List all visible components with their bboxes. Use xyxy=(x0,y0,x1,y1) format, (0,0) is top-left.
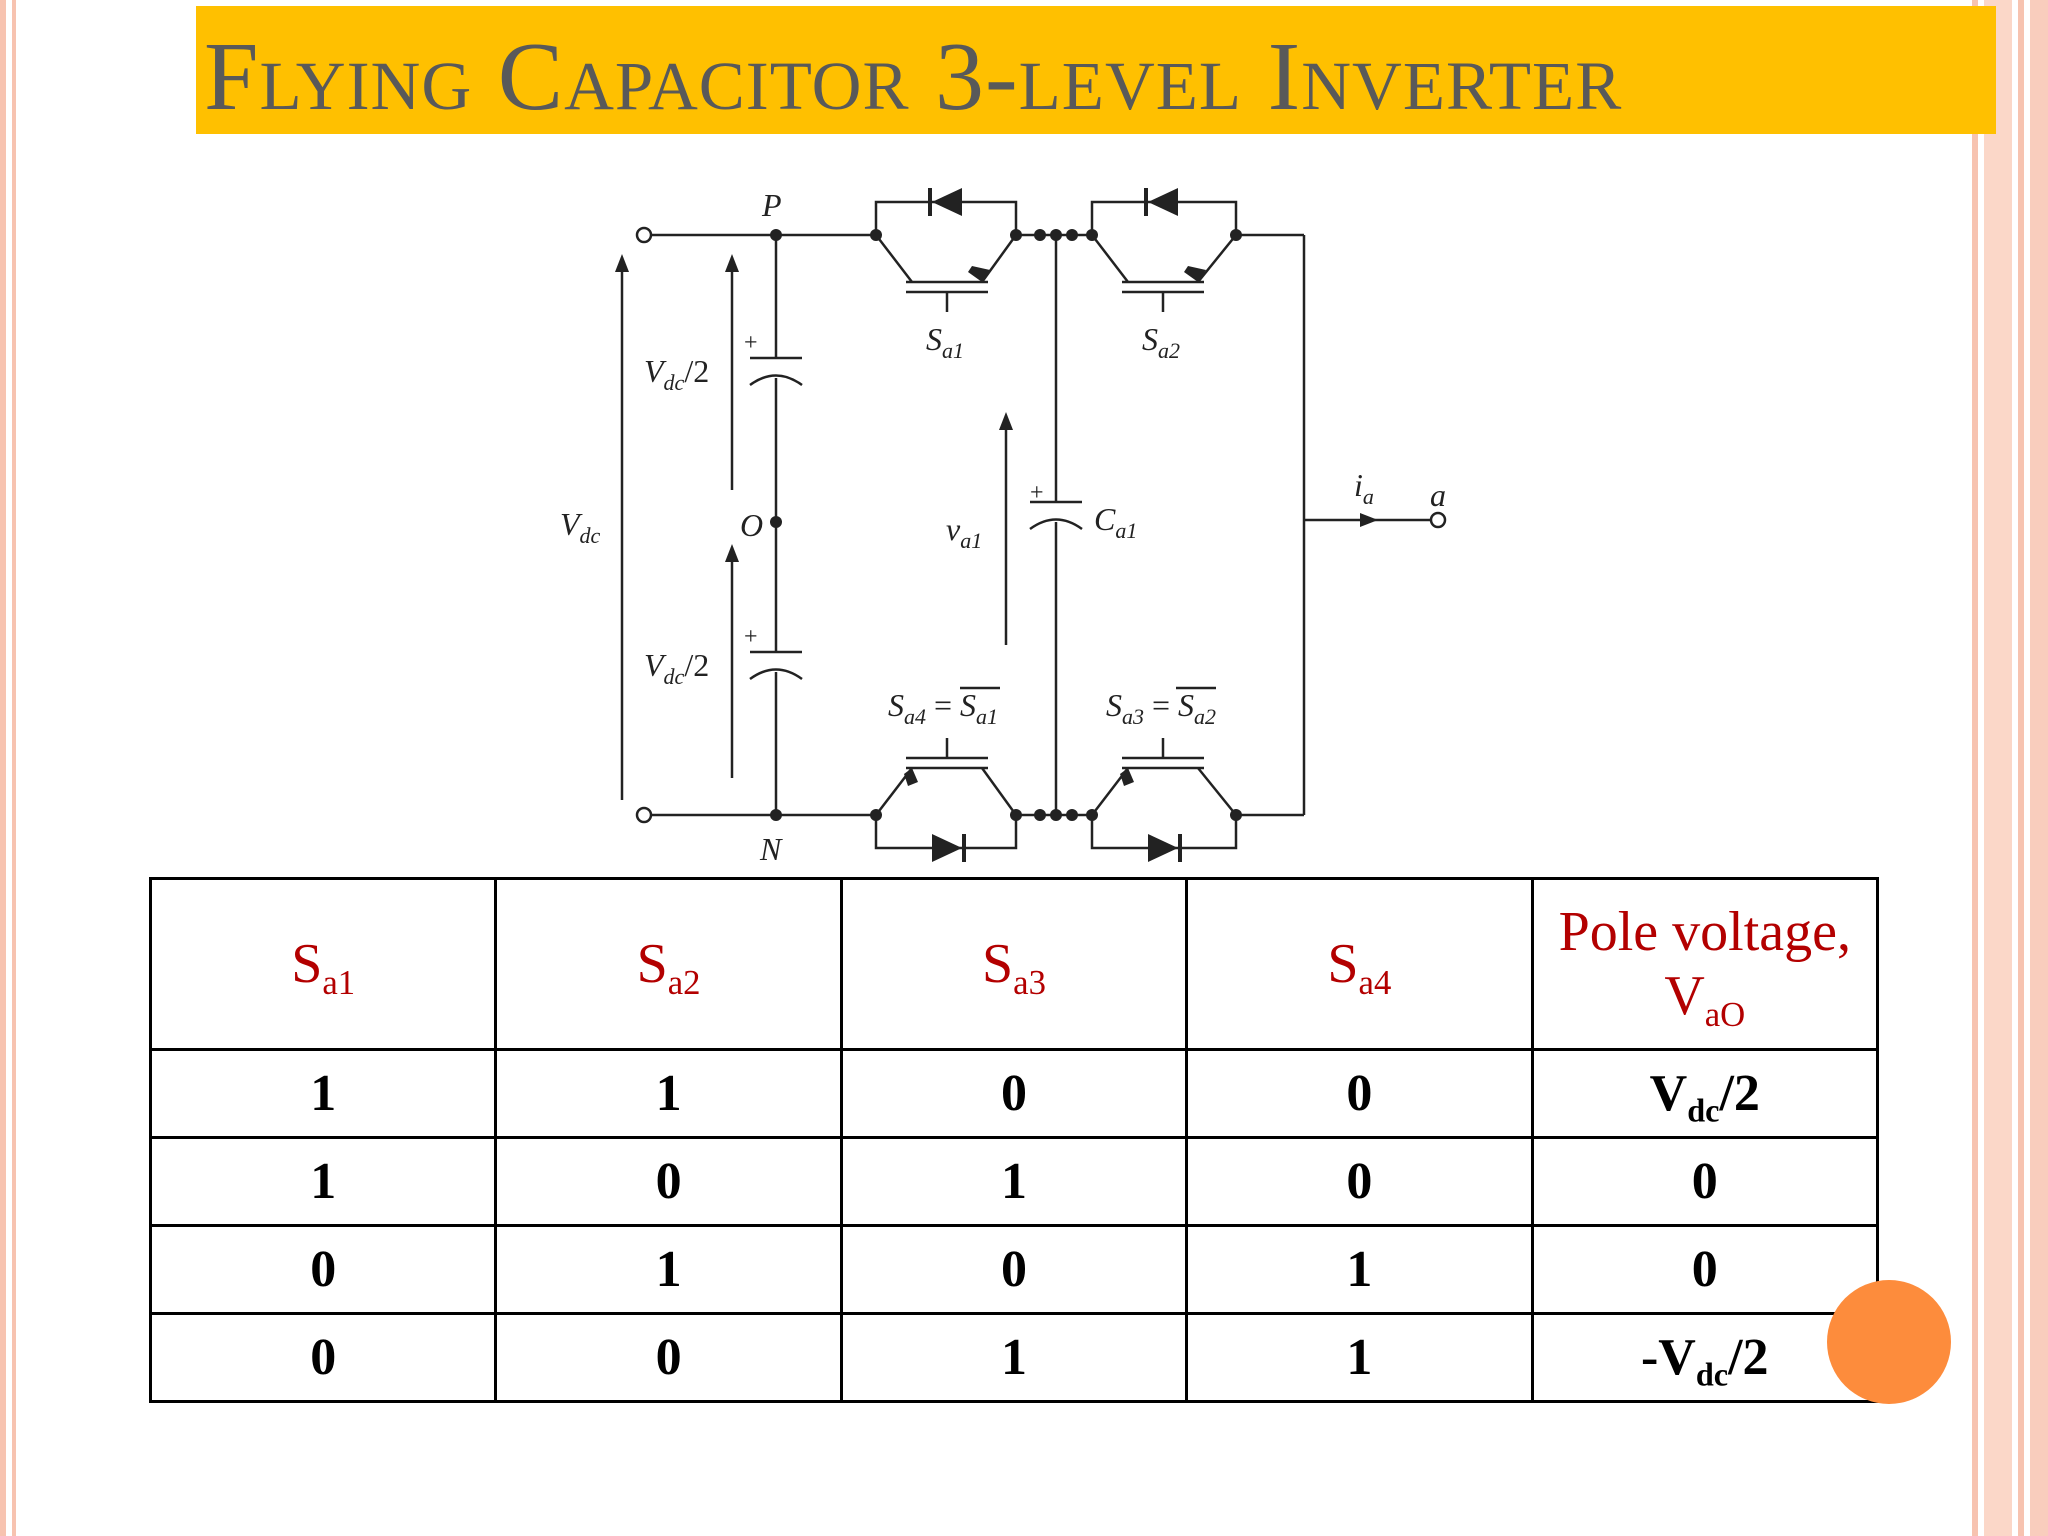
cap-flying-plus: + xyxy=(1030,480,1044,506)
header-cell: Sa2 xyxy=(494,877,843,1051)
table-header-row: Sa1 Sa2 Sa3 Sa4 Pole voltage, VaO xyxy=(148,877,1880,1051)
table-cell: 0 xyxy=(494,1312,843,1403)
table-row: 1 0 1 0 0 xyxy=(148,1136,1880,1227)
circuit-arrowheads xyxy=(615,188,1378,862)
table-cell: 1 xyxy=(839,1136,1189,1227)
cap-top-plus: + xyxy=(744,330,758,356)
sa4-label: Sa4 = Sa1 xyxy=(888,687,998,729)
table-cell: 1 xyxy=(494,1048,843,1139)
pole-voltage-cell: Vdc/2 xyxy=(1530,1048,1880,1139)
table-row: 1 1 0 0 Vdc/2 xyxy=(148,1048,1880,1139)
table-cell: 0 xyxy=(839,1224,1189,1315)
vdc-label: Vdc xyxy=(560,506,601,548)
half-vdc-top-label: Vdc/2 xyxy=(644,353,709,395)
table-cell: 0 xyxy=(1185,1136,1534,1227)
right-border-stripe xyxy=(2018,0,2024,1536)
pole-voltage-cell: 0 xyxy=(1530,1136,1880,1227)
table-cell: 1 xyxy=(148,1048,498,1139)
node-p-label: P xyxy=(761,187,782,223)
sa3-label: Sa3 = Sa2 xyxy=(1106,687,1216,729)
circuit-labels: P N O Vdc Vdc/2 Vdc/2 + + + Sa1 Sa2 Sa4 … xyxy=(560,187,1446,867)
table-row: 0 0 1 1 -Vdc/2 xyxy=(148,1312,1880,1403)
sa1-label: Sa1 xyxy=(926,321,964,363)
cap-bottom-plus: + xyxy=(744,624,758,650)
table-cell: 0 xyxy=(1185,1048,1534,1139)
ia-label: ia xyxy=(1354,467,1374,509)
table-cell: 1 xyxy=(1185,1224,1534,1315)
header-cell: Sa4 xyxy=(1185,877,1534,1051)
pole-voltage-cell: 0 xyxy=(1530,1224,1880,1315)
table-cell: 0 xyxy=(494,1136,843,1227)
circuit-wires xyxy=(620,200,1430,850)
header-cell: Pole voltage, VaO xyxy=(1530,877,1880,1051)
switching-states-table: Sa1 Sa2 Sa3 Sa4 Pole voltage, VaO 1 1 0 … xyxy=(148,877,1880,1403)
right-border-stripe xyxy=(1984,0,2012,1536)
sa2-label: Sa2 xyxy=(1142,321,1180,363)
slide-title: Flying Capacitor 3-level Inverter xyxy=(204,23,1623,131)
output-a-label: a xyxy=(1430,477,1446,513)
right-border-stripe xyxy=(1972,0,1978,1536)
header-cell: Sa3 xyxy=(839,877,1189,1051)
right-border-stripe xyxy=(2030,0,2048,1536)
left-border-stripe xyxy=(0,0,6,1536)
table-cell: 0 xyxy=(839,1048,1189,1139)
right-border xyxy=(1972,0,2048,1536)
node-o-label: O xyxy=(740,507,763,543)
ca1-label: Ca1 xyxy=(1094,501,1137,543)
table-cell: 1 xyxy=(494,1224,843,1315)
circuit-junctions xyxy=(770,229,1242,821)
half-vdc-bottom-label: Vdc/2 xyxy=(644,647,709,689)
table-cell: 1 xyxy=(839,1312,1189,1403)
table-cell: 0 xyxy=(148,1224,498,1315)
table-cell: 0 xyxy=(148,1312,498,1403)
left-border-stripe xyxy=(12,0,16,1536)
header-cell: Sa1 xyxy=(148,877,498,1051)
left-border xyxy=(0,0,24,1536)
node-n-label: N xyxy=(759,831,783,867)
circuit-diagram: P N O Vdc Vdc/2 Vdc/2 + + + Sa1 Sa2 Sa4 … xyxy=(560,187,1447,867)
circuit-terminals xyxy=(635,226,1447,824)
table-cell: 1 xyxy=(148,1136,498,1227)
decorative-orange-circle xyxy=(1827,1280,1951,1404)
pole-voltage-cell: -Vdc/2 xyxy=(1530,1312,1880,1403)
va1-label: va1 xyxy=(946,511,982,553)
table-row: 0 1 0 1 0 xyxy=(148,1224,1880,1315)
table-cell: 1 xyxy=(1185,1312,1534,1403)
title-bar xyxy=(196,6,1996,134)
